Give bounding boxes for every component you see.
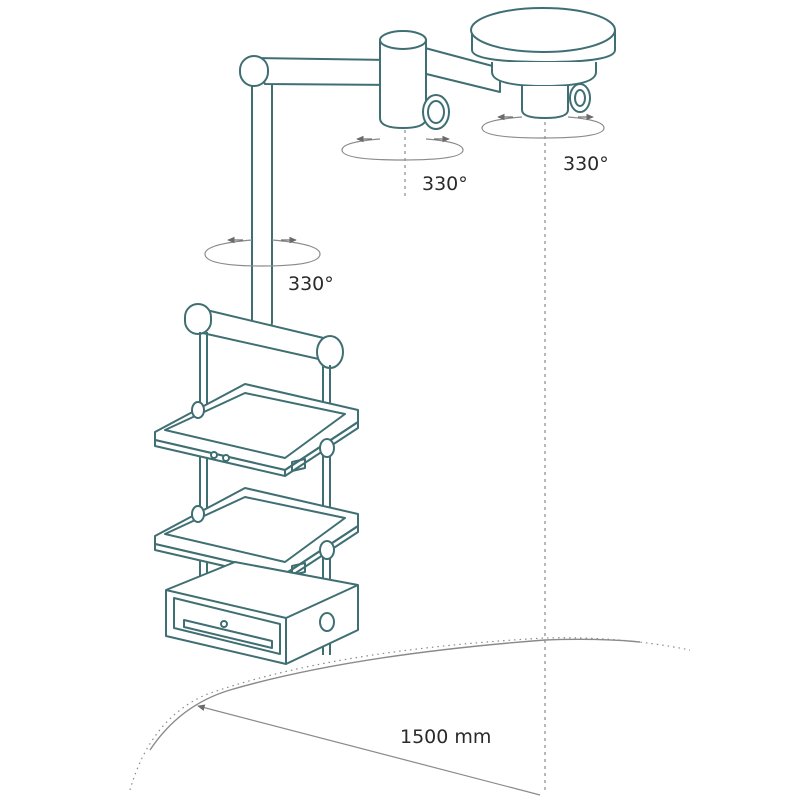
shoulder-rotation-label: 330° [288, 273, 334, 295]
pendant-arm [239, 7, 616, 331]
upper-shelf [154, 383, 359, 477]
reach-distance-label: 1500 mm [400, 726, 491, 748]
head-rotation-label: 330° [563, 153, 609, 175]
elbow-rotation-label: 330° [422, 173, 468, 195]
lower-shelf [154, 487, 359, 581]
reach-arc [129, 637, 691, 791]
reach-radius-arrow [197, 704, 541, 796]
drawer-unit [165, 561, 359, 665]
head-rotation-indicator [481, 113, 605, 139]
elbow-rotation-indicator [341, 135, 464, 161]
shoulder-rotation-indicator [204, 236, 321, 267]
